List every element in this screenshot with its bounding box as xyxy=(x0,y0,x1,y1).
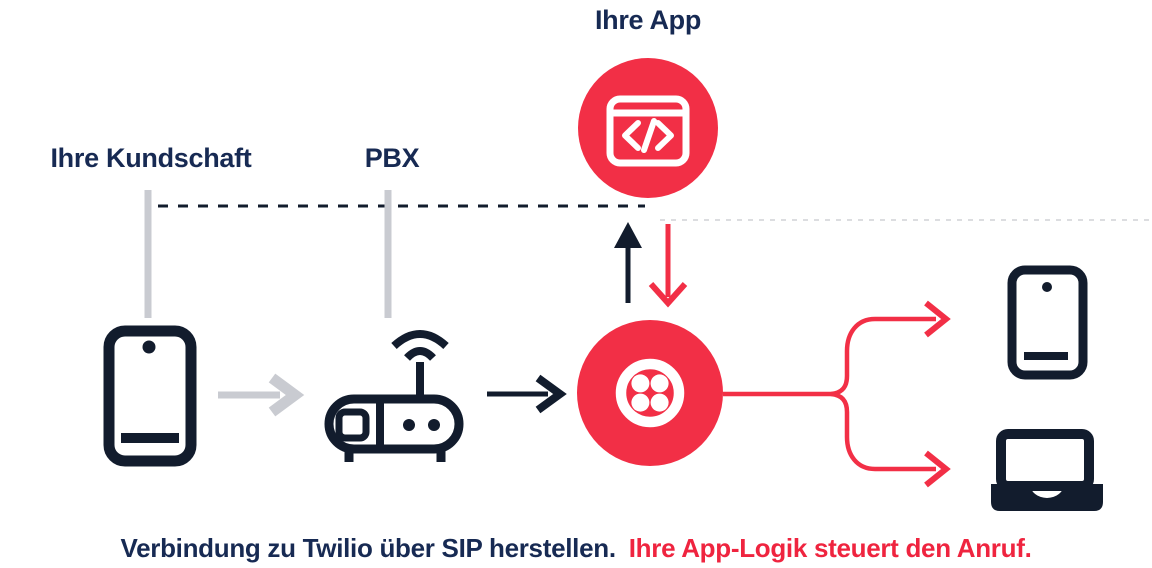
pbx-label: PBX xyxy=(364,143,420,173)
app-circle xyxy=(578,58,718,198)
caption-part-sip: Verbindung zu Twilio über SIP herstellen… xyxy=(120,533,616,563)
app-node xyxy=(578,58,718,198)
diagram-caption: Verbindung zu Twilio über SIP herstellen… xyxy=(0,533,1152,564)
twilio-node xyxy=(577,320,723,466)
arrow-customer-to-pbx xyxy=(218,373,305,417)
caption-part-app-logic: Ihre App-Logik steuert den Anruf. xyxy=(628,533,1032,563)
arrow-app-to-twilio xyxy=(648,224,688,308)
destination-smartphone-icon xyxy=(1007,265,1088,380)
arrow-twilio-to-app xyxy=(614,222,642,303)
arrow-pbx-to-twilio xyxy=(487,374,567,414)
twilio-logo-icon xyxy=(615,358,685,428)
app-label: Ihre App xyxy=(594,5,702,35)
phone-camera-dot xyxy=(142,340,156,354)
laptop-icon xyxy=(991,429,1103,511)
smartphone-icon xyxy=(103,325,197,467)
twilio-circle xyxy=(577,320,723,466)
customers-label: Ihre Kundschaft xyxy=(50,143,252,173)
arrow-twilio-to-destinations xyxy=(723,300,951,488)
wifi-router-icon xyxy=(324,330,464,462)
code-browser-icon xyxy=(606,95,690,167)
